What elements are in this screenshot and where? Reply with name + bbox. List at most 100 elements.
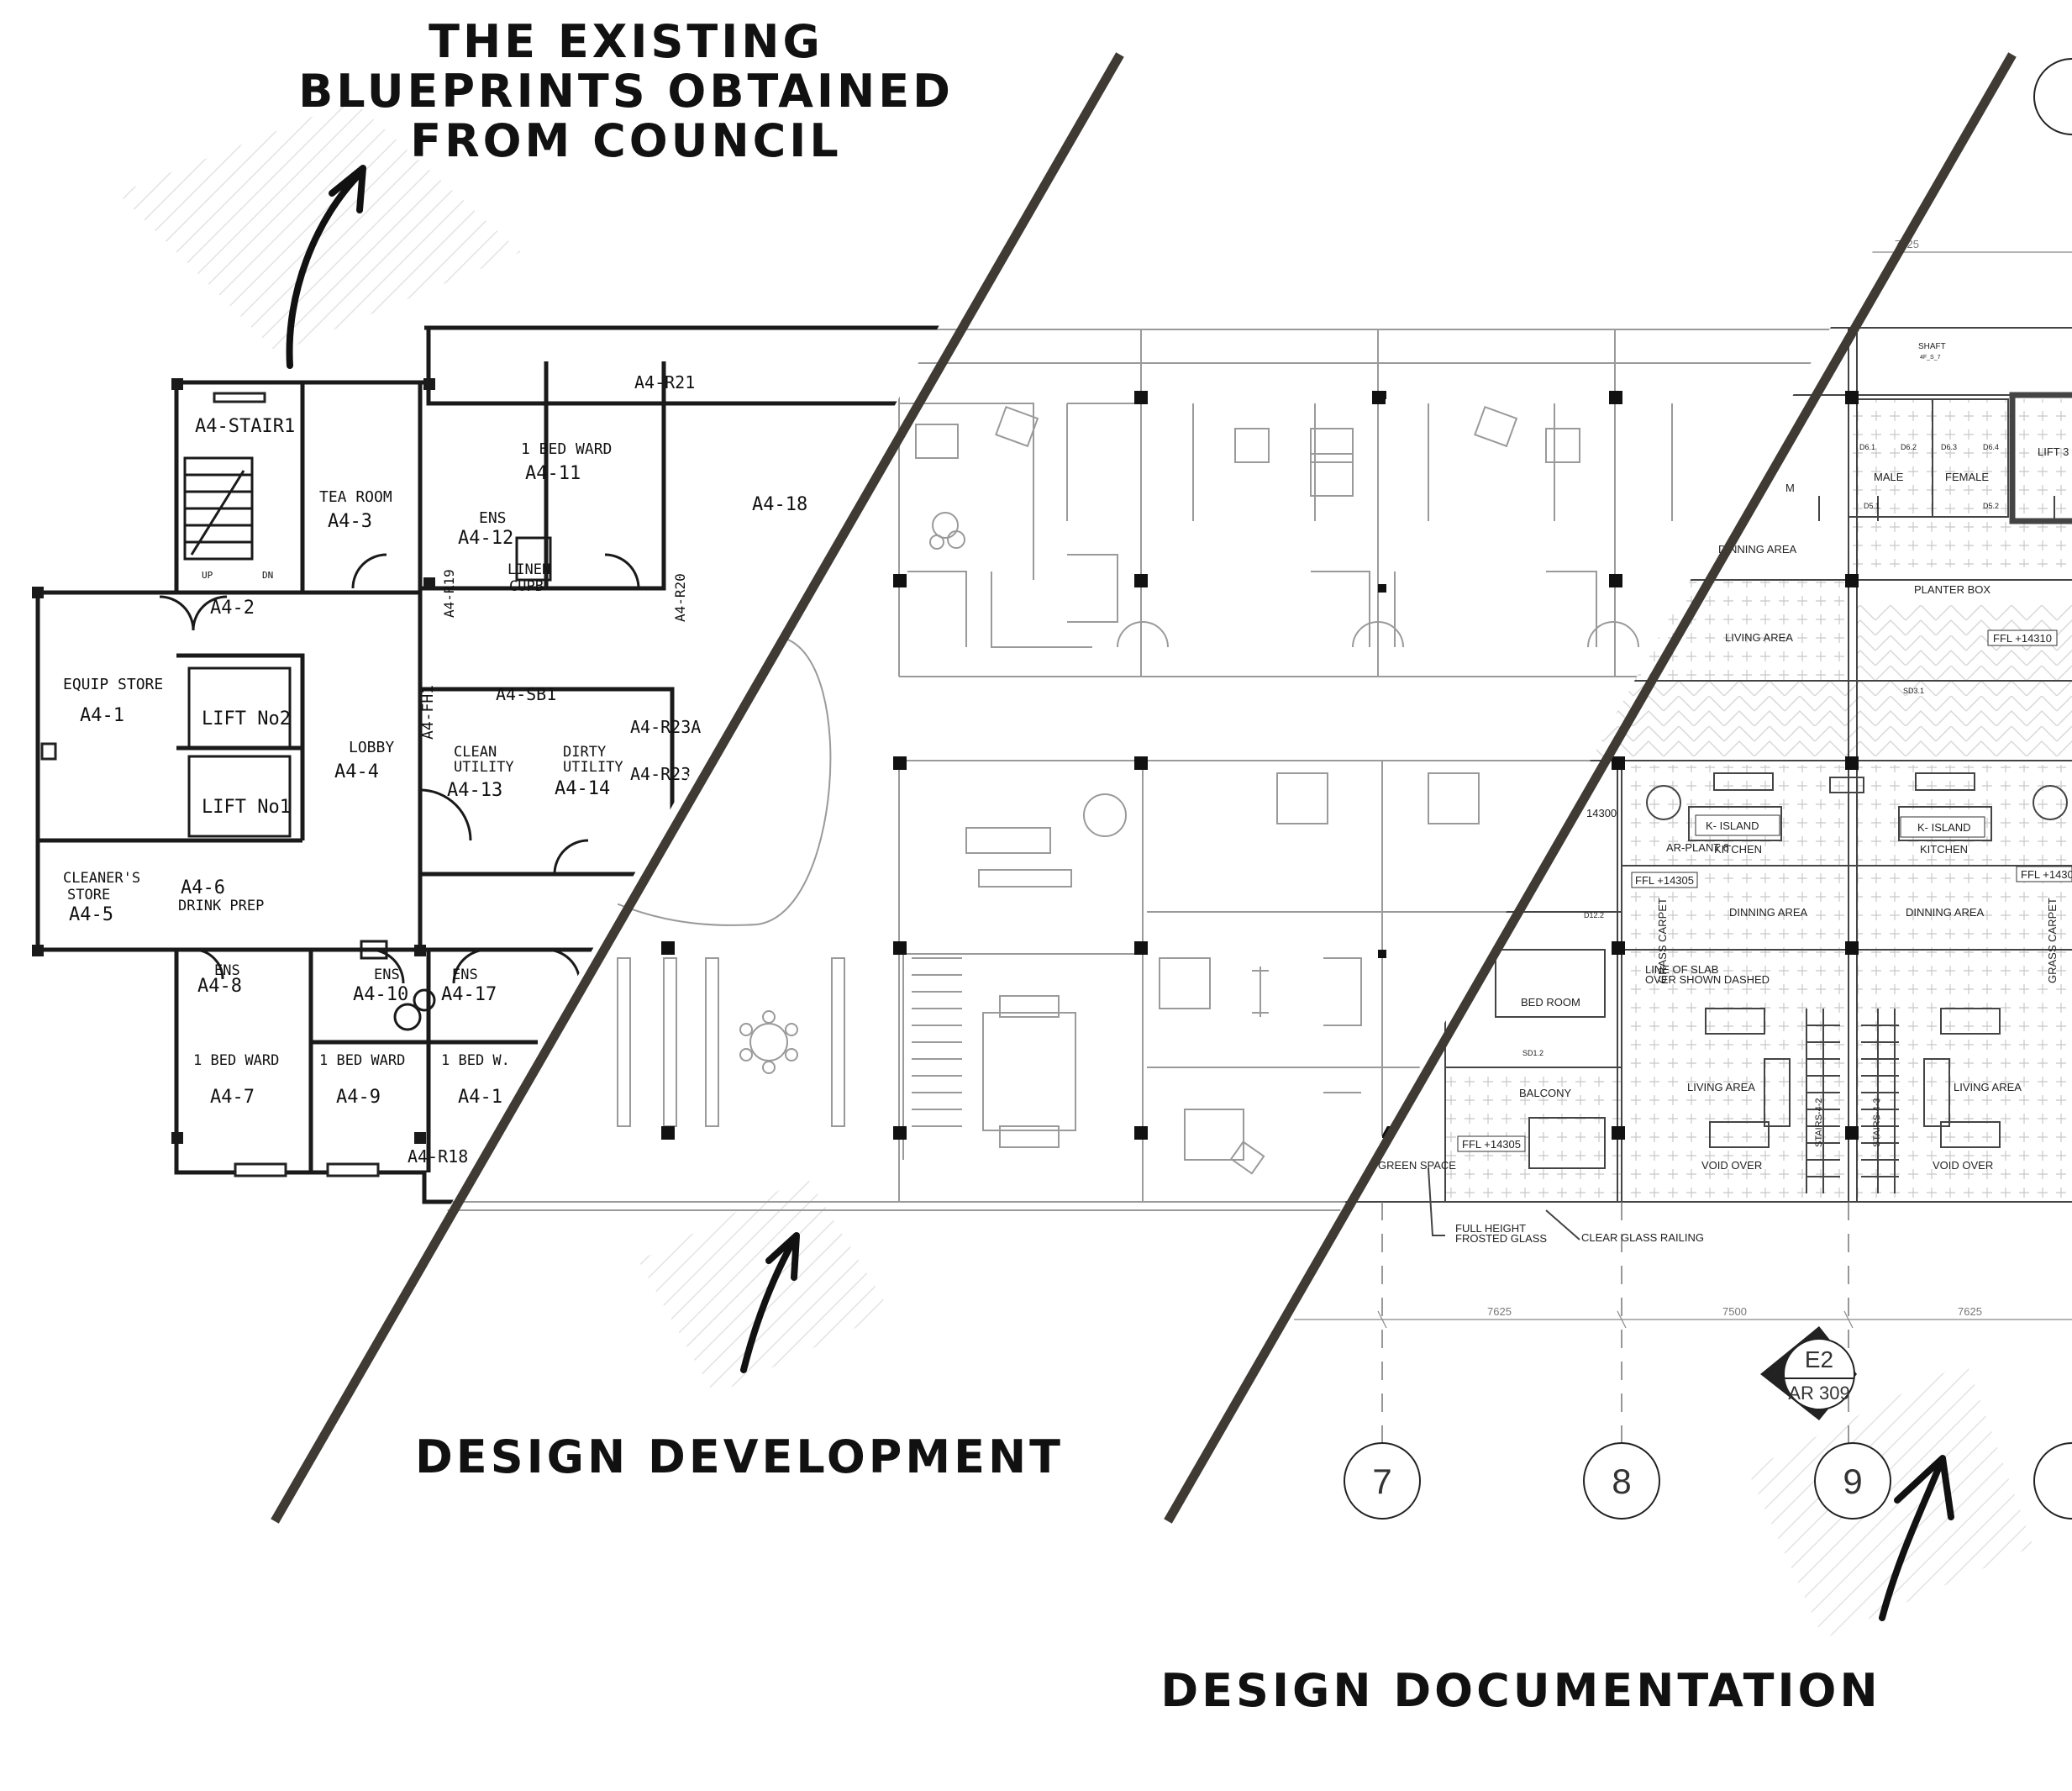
sd31: SD3.1: [1903, 687, 1924, 695]
k-island-2: K- ISLAND: [1917, 821, 1971, 834]
stair-up: UP: [202, 570, 213, 581]
diagonal-dividers: [271, 52, 2017, 1524]
door-d52: D5.2: [1983, 502, 1999, 510]
wc-male: MALE: [1874, 471, 1904, 483]
room-cleaner1: CLEANER'S: [63, 870, 140, 887]
door-d62: D6.2: [1901, 443, 1917, 451]
frosted-1: FULL HEIGHT: [1455, 1222, 1526, 1235]
room-fh1: A4-FH1: [419, 685, 437, 740]
dim-bottom-1: 7625: [1487, 1305, 1512, 1318]
room-ens10: ENS: [374, 967, 400, 983]
lift-3: LIFT 3: [2038, 445, 2069, 458]
grid-bubble-7: [1344, 1442, 1421, 1520]
room-ward16-code: A4-1: [458, 1087, 502, 1108]
room-ward1-code: A4-11: [525, 463, 581, 484]
ffl-14310: FFL +14310: [1993, 632, 2052, 645]
wc-female: FEMALE: [1945, 471, 1989, 483]
room-clean-code: A4-13: [447, 780, 502, 801]
room-ward9-code: A4-9: [336, 1087, 381, 1108]
living-top: LIVING AREA: [1725, 631, 1793, 644]
room-clean-label2: UTILITY: [454, 759, 514, 776]
room-drink-code: A4-6: [181, 877, 225, 898]
dinning-1: DINNING AREA: [1729, 906, 1808, 919]
room-equip-code: A4-1: [80, 705, 124, 726]
section-sheet: AR 309: [1788, 1383, 1849, 1404]
room-ward7-label: 1 BED WARD: [193, 1052, 279, 1069]
dinning-top: DINNING AREA: [1718, 543, 1797, 556]
grass-carpet-1: GRASS CARPET: [1656, 898, 1669, 983]
grid-bubble-8: [1583, 1442, 1660, 1520]
shaft-label: SHAFT: [1918, 342, 1946, 351]
room-dirty-label2: UTILITY: [563, 759, 623, 776]
stair-dn: DN: [262, 570, 273, 581]
bed-room: BED ROOM: [1521, 996, 1580, 1009]
planter-box: PLANTER BOX: [1914, 583, 1990, 596]
room-r23a: A4-R23A: [630, 717, 701, 737]
room-r21: A4-R21: [634, 372, 695, 392]
heading-existing: THE EXISTING BLUEPRINTS OBTAINED FROM CO…: [298, 15, 954, 167]
room-ens-code: A4-12: [458, 528, 513, 549]
design-development-plan: [437, 329, 1882, 1211]
arrow-documentation-icon: [1879, 1459, 1944, 1621]
heading-existing-line3: FROM COUNCIL: [410, 114, 842, 167]
room-ens-label: ENS: [479, 509, 507, 527]
room-ward1-label: 1 BED WARD: [521, 440, 612, 458]
grid-label-9: 9: [1843, 1462, 1862, 1501]
ffl-14305b: FFL +1430: [2021, 868, 2072, 881]
arrow-existing-head-icon: [329, 165, 366, 213]
room-drink-label: DRINK PREP: [178, 898, 264, 914]
partial-m: M: [1785, 482, 1795, 494]
heading-existing-line2: BLUEPRINTS OBTAINED: [298, 65, 954, 118]
room-clean-label1: CLEAN: [454, 744, 497, 761]
room-ward9-label: 1 BED WARD: [319, 1052, 405, 1069]
living-1: LIVING AREA: [1687, 1081, 1755, 1093]
heading-documentation: DESIGN DOCUMENTATION: [1160, 1664, 1880, 1717]
room-ens17: ENS: [452, 967, 478, 983]
dim-bottom-3: 7625: [1958, 1305, 1982, 1318]
heading-existing-line1: THE EXISTING: [429, 15, 823, 68]
slab-note-1: LINE OF SLAB: [1645, 963, 1718, 976]
ffl-14305c: FFL +14305: [1462, 1138, 1521, 1151]
room-r20: A4-R20: [672, 573, 688, 622]
sd12: SD1.2: [1522, 1049, 1543, 1057]
dinning-2: DINNING AREA: [1906, 906, 1985, 919]
door-d51: D5.1: [1864, 502, 1880, 510]
room-stair: A4-STAIR1: [195, 416, 295, 437]
arrow-development-icon: [740, 1236, 797, 1373]
divider-right: [1164, 52, 2017, 1524]
kitchen-2: KITCHEN: [1920, 843, 1968, 856]
stairs-4-2: STAIRS-4-2: [1814, 1098, 1824, 1147]
room-ward16-label: 1 BED W.: [441, 1052, 510, 1069]
dim-bottom-2: 7500: [1722, 1305, 1747, 1318]
ar-plant: AR-PLANT 6: [1666, 841, 1729, 854]
room-tea-label: TEA ROOM: [319, 488, 392, 506]
door-d64: D6.4: [1983, 443, 1999, 451]
room-a4-2: A4-2: [210, 598, 255, 619]
grid-bubble-9: [1814, 1442, 1891, 1520]
room-lobby-code: A4-4: [334, 761, 379, 782]
grass-carpet-2: GRASS CARPET: [2046, 898, 2059, 983]
partial-et: ET: [1385, 1084, 1399, 1097]
room-linen1: LINEN: [507, 561, 550, 578]
room-r19: A4-R19: [441, 569, 457, 618]
arrow-documentation-head-icon: [1894, 1455, 1954, 1520]
room-r18: A4-18: [752, 494, 807, 515]
heading-development: DESIGN DEVELOPMENT: [415, 1430, 1064, 1483]
grid-label-7: 7: [1372, 1462, 1391, 1501]
door-d63: D6.3: [1941, 443, 1957, 451]
grid-label-8: 8: [1612, 1462, 1631, 1501]
void-over-2: VOID OVER: [1933, 1159, 1993, 1172]
room-ens8-code: A4-8: [197, 976, 242, 997]
void-over-1: VOID OVER: [1701, 1159, 1762, 1172]
room-ens10-code: A4-10: [353, 984, 408, 1005]
stairs-4-3: STAIRS-4-3: [1872, 1098, 1882, 1147]
room-ens17-code: A4-17: [441, 984, 497, 1005]
arrow-development-head-icon: [765, 1232, 800, 1281]
section-marker: [1760, 1326, 1857, 1420]
slab-note-2: OVER SHOWN DASHED: [1645, 973, 1770, 986]
shaft-code: 4F_S_7: [1920, 355, 1941, 361]
room-r23: A4-R23: [630, 764, 691, 784]
green-space: GREEN SPACE: [1378, 1159, 1456, 1172]
living-2: LIVING AREA: [1954, 1081, 2022, 1093]
